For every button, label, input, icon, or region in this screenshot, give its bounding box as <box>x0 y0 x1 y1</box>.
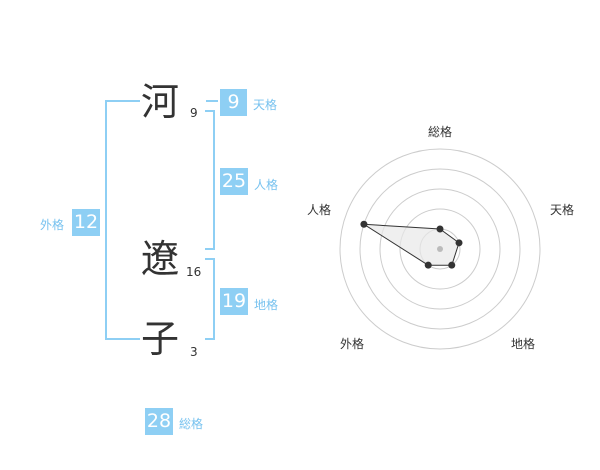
jinkaku-value: 25 <box>220 168 248 195</box>
chikaku-label: 地格 <box>254 298 279 312</box>
radar-axis-label-chikaku: 地格 <box>511 337 536 351</box>
radar-ring-2 <box>399 208 481 290</box>
name-char-1: 河 <box>141 80 180 124</box>
stroke-count-2: 16 <box>186 265 202 279</box>
radar-polygon <box>363 223 460 266</box>
jinkaku-bracket-bottom <box>205 248 215 250</box>
jinkaku-bracket-vertical <box>213 110 215 250</box>
jinkaku-bracket-top <box>205 110 215 112</box>
name-char-2: 遼 <box>141 237 180 281</box>
outer-bracket-top <box>105 100 140 102</box>
radar-ring-3 <box>379 188 501 310</box>
radar-axis-label-soukaku: 総格 <box>428 125 453 139</box>
radar-ring-4 <box>359 168 521 330</box>
soukaku-value: 28 <box>145 408 173 435</box>
radar-point-4 <box>424 261 432 269</box>
radar-point-3 <box>448 261 456 269</box>
gaikaku-label: 外格 <box>40 218 65 232</box>
chikaku-value: 19 <box>220 288 248 315</box>
radar-point-2 <box>455 239 463 247</box>
gaikaku-value: 12 <box>72 209 100 236</box>
radar-center-dot <box>437 246 443 252</box>
jinkaku-label: 人格 <box>254 178 279 192</box>
stroke-count-1: 9 <box>190 106 198 120</box>
tenkaku-value: 9 <box>220 89 247 116</box>
radar-points <box>360 220 463 269</box>
outer-bracket-vertical <box>105 100 107 340</box>
radar-rings <box>339 148 541 350</box>
chikaku-bracket-bottom <box>205 338 215 340</box>
outer-bracket-bottom <box>105 338 140 340</box>
radar-axis-label-gaikaku: 外格 <box>340 337 365 351</box>
tenkaku-label: 天格 <box>253 98 278 112</box>
radar-axis-label-jinkaku: 人格 <box>307 203 332 217</box>
tenkaku-bracket <box>206 100 218 102</box>
soukaku-label: 総格 <box>179 417 204 431</box>
radar-point-5 <box>360 220 368 228</box>
chikaku-bracket-top <box>205 258 215 260</box>
stroke-count-3: 3 <box>190 345 198 359</box>
chikaku-bracket-vertical <box>213 258 215 340</box>
name-char-3: 子 <box>141 317 180 361</box>
radar-axis-label-tenkaku: 天格 <box>550 203 575 217</box>
radar-ring-5 <box>339 148 541 350</box>
radar-point-1 <box>436 225 444 233</box>
